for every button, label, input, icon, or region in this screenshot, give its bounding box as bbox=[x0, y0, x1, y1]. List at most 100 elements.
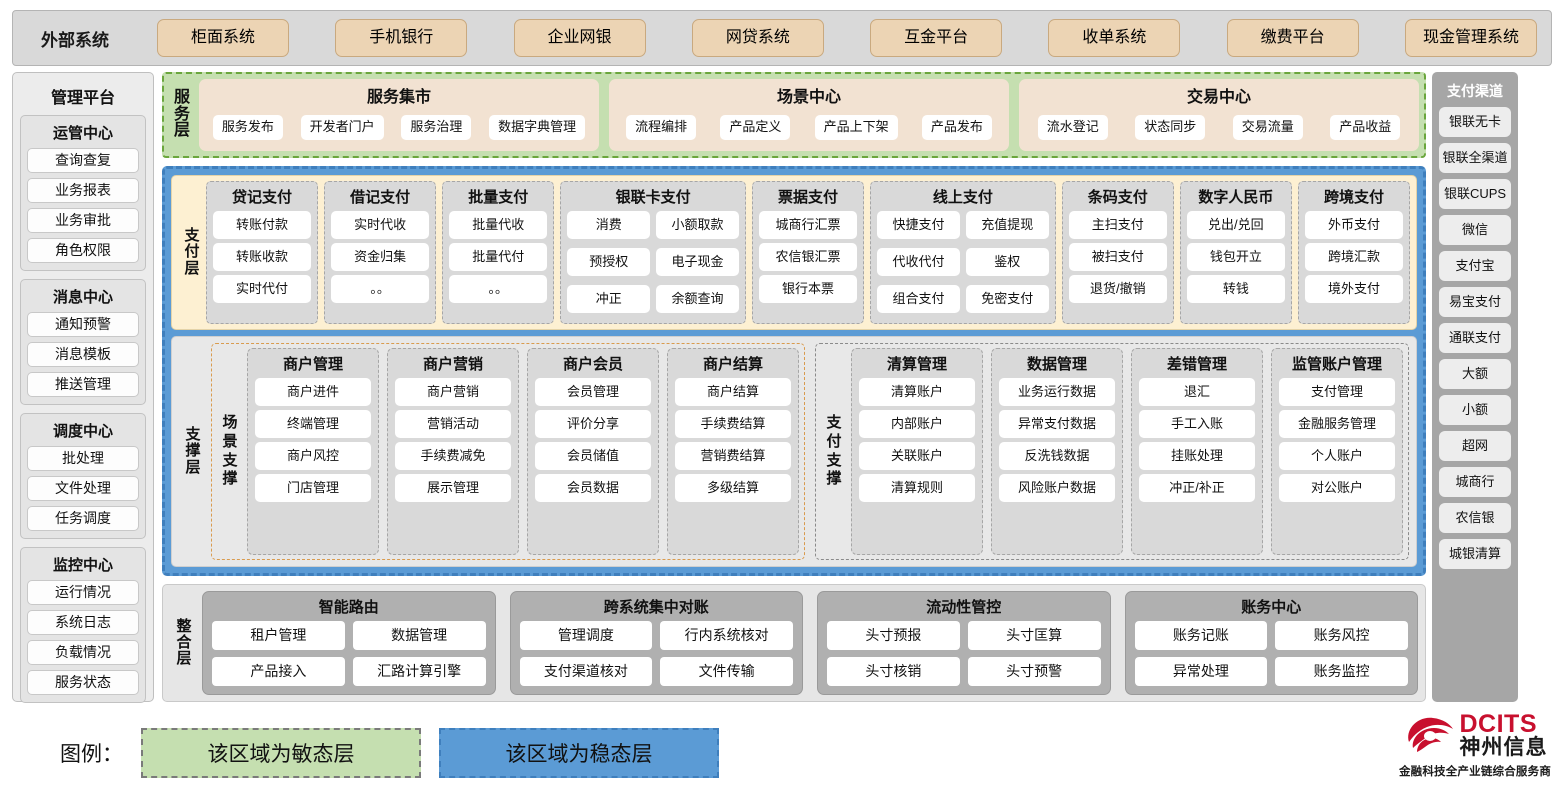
sidebar-item-通知预警[interactable]: 通知预警 bbox=[27, 312, 139, 337]
payment-item[interactable]: 境外支付 bbox=[1304, 275, 1403, 303]
sidebar-item-批处理[interactable]: 批处理 bbox=[27, 446, 139, 471]
payment-channel-item[interactable]: 银联CUPS bbox=[1439, 179, 1511, 209]
payment-item[interactable]: 组合支付 bbox=[877, 285, 960, 313]
payment-item[interactable]: 小额取款 bbox=[656, 211, 739, 239]
payment-item[interactable]: 银行本票 bbox=[758, 275, 858, 303]
payment-item[interactable]: 余额查询 bbox=[656, 285, 739, 313]
support-item[interactable]: 异常支付数据 bbox=[999, 410, 1115, 438]
service-item[interactable]: 产品定义 bbox=[720, 115, 791, 140]
service-item[interactable]: 状态同步 bbox=[1135, 115, 1206, 140]
payment-channel-item[interactable]: 超网 bbox=[1439, 431, 1511, 461]
support-item[interactable]: 会员数据 bbox=[535, 474, 651, 502]
service-item[interactable]: 数据字典管理 bbox=[489, 115, 586, 140]
support-item[interactable]: 门店管理 bbox=[255, 474, 371, 502]
integration-item[interactable]: 账务监控 bbox=[1275, 656, 1408, 686]
payment-channel-item[interactable]: 银联全渠道 bbox=[1439, 143, 1511, 173]
external-system-item[interactable]: 企业网银 bbox=[513, 19, 646, 57]
integration-item[interactable]: 文件传输 bbox=[660, 656, 793, 686]
external-system-item[interactable]: 网贷系统 bbox=[691, 19, 824, 57]
sidebar-item-业务报表[interactable]: 业务报表 bbox=[27, 178, 139, 203]
payment-item[interactable]: 鉴权 bbox=[965, 248, 1049, 276]
support-item[interactable]: 挂账处理 bbox=[1139, 442, 1255, 470]
support-item[interactable]: 评价分享 bbox=[535, 410, 651, 438]
sidebar-item-文件处理[interactable]: 文件处理 bbox=[27, 476, 139, 501]
payment-item[interactable]: 资金归集 bbox=[331, 243, 430, 271]
payment-item[interactable]: 主扫支付 bbox=[1068, 211, 1167, 239]
payment-item[interactable]: 被扫支付 bbox=[1068, 243, 1167, 271]
payment-item[interactable]: 实时代付 bbox=[213, 275, 312, 303]
payment-channel-item[interactable]: 城银清算 bbox=[1439, 539, 1511, 569]
sidebar-item-查询查复[interactable]: 查询查复 bbox=[27, 148, 139, 173]
payment-item[interactable]: 电子现金 bbox=[656, 248, 739, 276]
support-item[interactable]: 退汇 bbox=[1139, 378, 1255, 406]
sidebar-item-任务调度[interactable]: 任务调度 bbox=[27, 506, 139, 531]
sidebar-item-系统日志[interactable]: 系统日志 bbox=[27, 610, 139, 635]
integration-item[interactable]: 数据管理 bbox=[352, 621, 486, 650]
sidebar-item-角色权限[interactable]: 角色权限 bbox=[27, 238, 139, 263]
payment-channel-item[interactable]: 通联支付 bbox=[1439, 323, 1511, 353]
support-item[interactable]: 业务运行数据 bbox=[999, 378, 1115, 406]
support-item[interactable]: 金融服务管理 bbox=[1279, 410, 1395, 438]
external-system-item[interactable]: 现金管理系统 bbox=[1404, 19, 1537, 57]
integration-item[interactable]: 异常处理 bbox=[1134, 656, 1268, 686]
external-system-item[interactable]: 柜面系统 bbox=[157, 19, 289, 57]
sidebar-item-推送管理[interactable]: 推送管理 bbox=[27, 372, 139, 397]
payment-item[interactable]: 代收代付 bbox=[877, 248, 960, 276]
payment-item[interactable]: 冲正 bbox=[567, 285, 651, 313]
support-item[interactable]: 商户风控 bbox=[255, 442, 371, 470]
support-item[interactable]: 多级结算 bbox=[675, 474, 791, 502]
integration-item[interactable]: 头寸核销 bbox=[827, 656, 960, 686]
integration-item[interactable]: 头寸预报 bbox=[827, 621, 960, 650]
payment-item[interactable]: 城商行汇票 bbox=[758, 211, 858, 239]
payment-item[interactable]: 预授权 bbox=[567, 248, 651, 276]
integration-item[interactable]: 管理调度 bbox=[519, 621, 653, 650]
support-item[interactable]: 手工入账 bbox=[1139, 410, 1255, 438]
payment-channel-item[interactable]: 小额 bbox=[1439, 395, 1511, 425]
payment-item[interactable]: 快捷支付 bbox=[877, 211, 960, 239]
support-item[interactable]: 商户进件 bbox=[255, 378, 371, 406]
integration-item[interactable]: 头寸匡算 bbox=[967, 621, 1101, 650]
support-item[interactable]: 对公账户 bbox=[1279, 474, 1395, 502]
support-item[interactable]: 冲正/补正 bbox=[1139, 474, 1255, 502]
support-item[interactable]: 手续费减免 bbox=[395, 442, 511, 470]
payment-channel-item[interactable]: 银联无卡 bbox=[1439, 107, 1511, 137]
integration-item[interactable]: 行内系统核对 bbox=[660, 621, 793, 650]
support-item[interactable]: 商户营销 bbox=[395, 378, 511, 406]
payment-item[interactable]: 兑出/兑回 bbox=[1186, 211, 1285, 239]
external-system-item[interactable]: 互金平台 bbox=[870, 19, 1003, 57]
service-item[interactable]: 服务治理 bbox=[401, 115, 472, 140]
sidebar-item-运行情况[interactable]: 运行情况 bbox=[27, 580, 139, 605]
support-item[interactable]: 风险账户数据 bbox=[999, 474, 1115, 502]
integration-item[interactable]: 账务记账 bbox=[1134, 621, 1268, 650]
integration-item[interactable]: 头寸预警 bbox=[967, 656, 1101, 686]
payment-item[interactable]: 。。 bbox=[449, 275, 548, 303]
payment-item[interactable]: 农信银汇票 bbox=[758, 243, 858, 271]
integration-item[interactable]: 支付渠道核对 bbox=[519, 656, 653, 686]
integration-item[interactable]: 产品接入 bbox=[212, 656, 345, 686]
service-item[interactable]: 开发者门户 bbox=[300, 115, 384, 140]
payment-item[interactable]: 充值提现 bbox=[965, 211, 1049, 239]
payment-channel-item[interactable]: 支付宝 bbox=[1439, 251, 1511, 281]
service-item[interactable]: 产品上下架 bbox=[814, 115, 898, 140]
support-item[interactable]: 支付管理 bbox=[1279, 378, 1395, 406]
payment-item[interactable]: 退货/撤销 bbox=[1068, 275, 1167, 303]
payment-item[interactable]: 钱包开立 bbox=[1186, 243, 1285, 271]
service-item[interactable]: 流水登记 bbox=[1037, 115, 1108, 140]
support-item[interactable]: 营销费结算 bbox=[675, 442, 791, 470]
integration-item[interactable]: 账务风控 bbox=[1275, 621, 1408, 650]
support-item[interactable]: 营销活动 bbox=[395, 410, 511, 438]
payment-item[interactable]: 转账付款 bbox=[213, 211, 312, 239]
payment-item[interactable]: 消费 bbox=[567, 211, 651, 239]
payment-channel-item[interactable]: 易宝支付 bbox=[1439, 287, 1511, 317]
payment-item[interactable]: 批量代付 bbox=[449, 243, 548, 271]
payment-item[interactable]: 外币支付 bbox=[1304, 211, 1403, 239]
external-system-item[interactable]: 收单系统 bbox=[1048, 19, 1181, 57]
support-item[interactable]: 会员管理 bbox=[535, 378, 651, 406]
service-item[interactable]: 产品发布 bbox=[921, 115, 992, 140]
payment-channel-item[interactable]: 微信 bbox=[1439, 215, 1511, 245]
payment-item[interactable]: 批量代收 bbox=[449, 211, 548, 239]
payment-channel-item[interactable]: 城商行 bbox=[1439, 467, 1511, 497]
service-item[interactable]: 交易流量 bbox=[1232, 115, 1303, 140]
external-system-item[interactable]: 手机银行 bbox=[335, 19, 468, 57]
service-item[interactable]: 流程编排 bbox=[626, 115, 697, 140]
